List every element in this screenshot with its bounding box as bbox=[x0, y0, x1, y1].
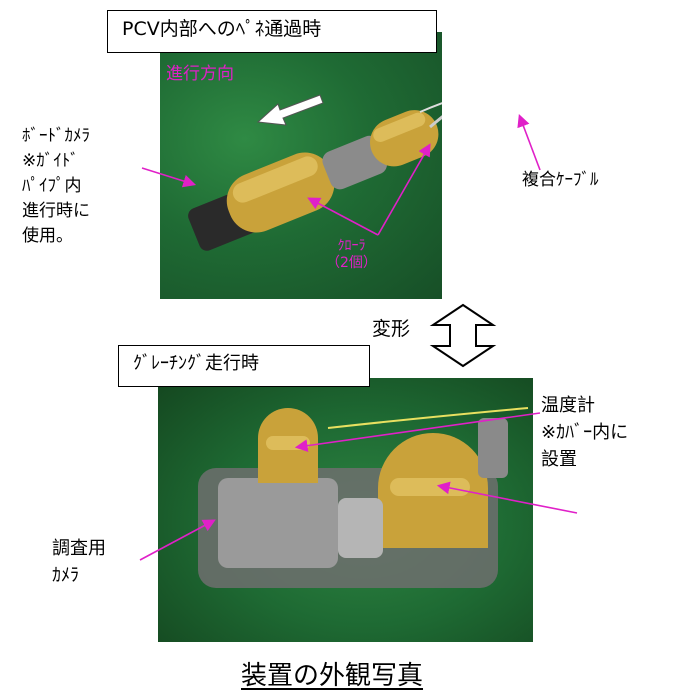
crawler-label-line-2: （2個） bbox=[326, 255, 377, 271]
transform-arrow-icon bbox=[429, 303, 497, 368]
direction-label: 進行方向 bbox=[166, 64, 234, 84]
robot-transformed-illustration bbox=[198, 407, 529, 588]
board-camera-note: ﾎﾞｰﾄﾞｶﾒﾗ ※ｶﾞｲﾄﾞ ﾊﾟｲﾌﾟ内 進行時に 使用。 bbox=[22, 124, 90, 249]
thermometer-note: 温度計 ※ｶﾊﾞｰ内に 設置 bbox=[541, 392, 628, 473]
board-camera-line-1: ﾎﾞｰﾄﾞｶﾒﾗ bbox=[22, 126, 90, 146]
pcv-penetration-label-box: PCV内部へのﾍﾟﾈ通過時 bbox=[107, 10, 437, 53]
board-camera-line-5: 使用。 bbox=[22, 226, 73, 246]
thermometer-line-3: 設置 bbox=[541, 449, 577, 470]
cable-leader bbox=[517, 114, 541, 171]
board-camera-line-2: ※ｶﾞｲﾄﾞ bbox=[22, 151, 79, 171]
thermometer-line-1: 温度計 bbox=[541, 395, 595, 416]
photo-grating-travel bbox=[158, 378, 533, 642]
grating-travel-label-box: ｸﾞﾚｰﾁﾝｸﾞ走行時 bbox=[118, 345, 370, 387]
transform-label: 変形 bbox=[372, 318, 411, 340]
board-camera-line-3: ﾊﾟｲﾌﾟ内 bbox=[22, 176, 82, 196]
crawler-label: ｸﾛｰﾗ （2個） bbox=[326, 238, 377, 272]
survey-camera-note: 調査用 ｶﾒﾗ bbox=[52, 535, 106, 589]
thermometer-line-2: ※ｶﾊﾞｰ内に bbox=[541, 422, 629, 443]
board-camera-line-4: 進行時に bbox=[22, 201, 90, 221]
composite-cable-label: 複合ｹｰﾌﾞﾙ bbox=[522, 170, 599, 190]
survey-camera-line-1: 調査用 bbox=[52, 538, 106, 559]
crawler-label-line-1: ｸﾛｰﾗ bbox=[337, 238, 366, 254]
survey-camera-line-2: ｶﾒﾗ bbox=[52, 565, 79, 586]
figure-caption: 装置の外観写真 bbox=[241, 661, 424, 691]
